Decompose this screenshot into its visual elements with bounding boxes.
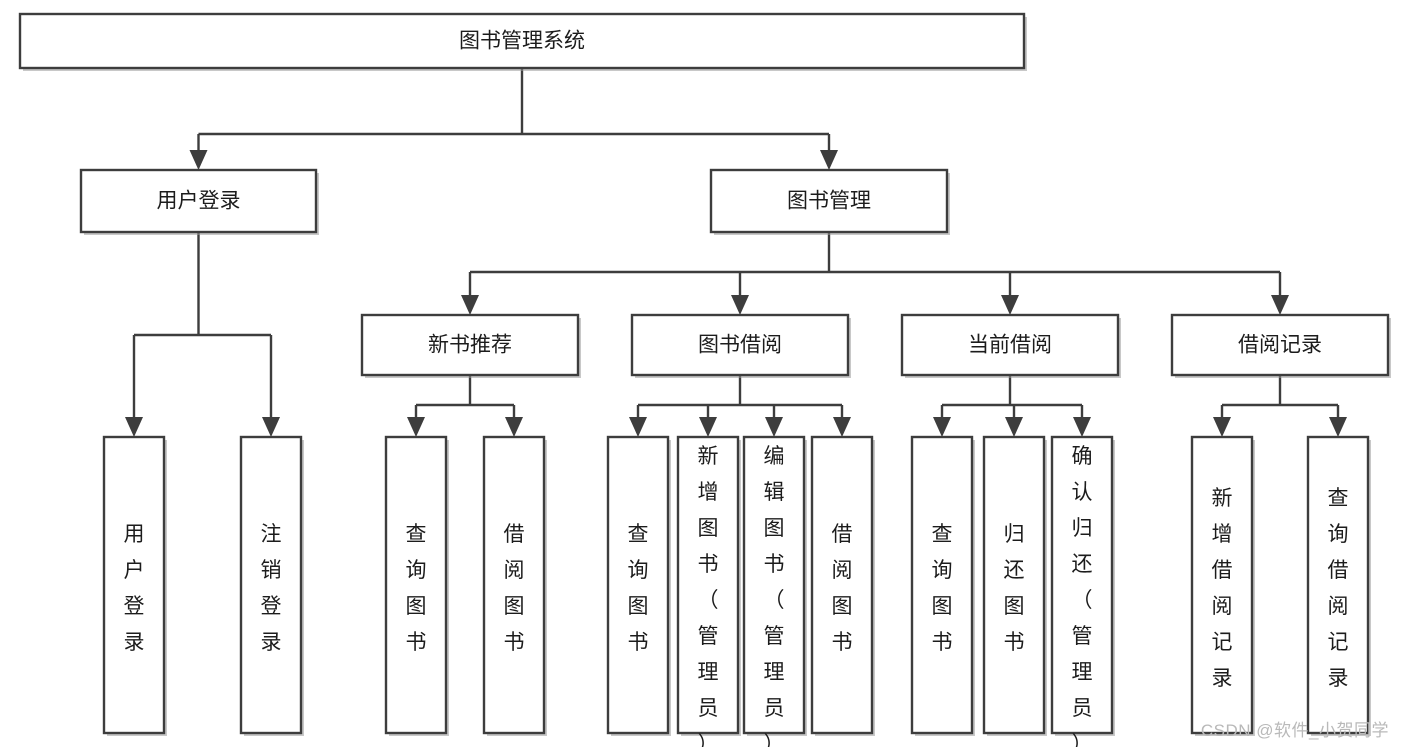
node-label: 图书借阅 [698, 334, 782, 357]
node-rect[interactable] [1050, 435, 1114, 735]
node-rect[interactable] [482, 435, 546, 735]
node-book-borrow[interactable]: 图书借阅 [630, 313, 851, 378]
node-label: 新增图书（管理员） [698, 445, 719, 747]
node-label: 编辑图书（管理员） [764, 445, 785, 747]
node-leaf-borrow-book-recommend[interactable]: 借阅图书 [482, 435, 547, 736]
node-rect[interactable] [102, 435, 166, 735]
node-rect[interactable] [630, 313, 850, 377]
node-label: 新增借阅记录 [1212, 487, 1233, 690]
node-rect[interactable] [360, 313, 580, 377]
node-new-book-recommend[interactable]: 新书推荐 [360, 313, 581, 378]
node-borrow-records[interactable]: 借阅记录 [1170, 313, 1391, 378]
connector-group-user-login [125, 232, 280, 437]
node-rect[interactable] [79, 168, 318, 234]
connector-group-book-borrow [629, 375, 851, 437]
node-label: 用户登录 [124, 523, 145, 654]
node-label: 注销登录 [261, 523, 282, 654]
node-layer: 图书管理系统用户登录图书管理新书推荐图书借阅当前借阅借阅记录用户登录注销登录查询… [18, 12, 1391, 747]
node-leaf-user-login[interactable]: 用户登录 [102, 435, 167, 736]
node-rect[interactable] [1170, 313, 1390, 377]
connector-layer [125, 68, 1347, 437]
node-leaf-add-book-admin[interactable]: 新增图书（管理员） [676, 435, 741, 747]
node-rect[interactable] [676, 435, 740, 735]
node-leaf-query-book-recommend[interactable]: 查询图书 [384, 435, 449, 736]
node-rect[interactable] [18, 12, 1026, 70]
node-label: 查询借阅记录 [1328, 487, 1349, 690]
node-label: 归还图书 [1004, 523, 1025, 654]
node-rect[interactable] [910, 435, 974, 735]
node-label: 确认归还（管理员） [1072, 445, 1093, 747]
node-label: 借阅图书 [504, 523, 525, 654]
node-leaf-borrow-book[interactable]: 借阅图书 [810, 435, 875, 736]
node-label: 用户登录 [157, 190, 241, 213]
node-rect[interactable] [982, 435, 1046, 735]
node-leaf-edit-book-admin[interactable]: 编辑图书（管理员） [742, 435, 807, 747]
node-label: 借阅图书 [832, 523, 853, 654]
node-label: 查询图书 [932, 523, 953, 654]
connector-group-current-borrow [933, 375, 1091, 437]
node-current-borrow[interactable]: 当前借阅 [900, 313, 1121, 378]
node-root-book-management-system[interactable]: 图书管理系统 [18, 12, 1027, 71]
node-rect[interactable] [239, 435, 303, 735]
node-book-management[interactable]: 图书管理 [709, 168, 950, 235]
node-rect[interactable] [606, 435, 670, 735]
node-label: 新书推荐 [428, 334, 512, 357]
node-rect[interactable] [900, 313, 1120, 377]
node-leaf-logout-login[interactable]: 注销登录 [239, 435, 304, 736]
connector-group-root [189, 68, 838, 170]
node-label: 查询图书 [628, 523, 649, 654]
node-leaf-query-book-borrow[interactable]: 查询图书 [606, 435, 671, 736]
connector-group-borrow-records [1213, 375, 1347, 437]
node-rect[interactable] [1190, 435, 1254, 735]
node-label: 图书管理系统 [459, 30, 585, 53]
node-rect[interactable] [384, 435, 448, 735]
node-label: 借阅记录 [1238, 334, 1322, 357]
node-rect[interactable] [810, 435, 874, 735]
watermark-text: CSDN @软件_小贺同学 [1200, 721, 1389, 740]
node-label: 当前借阅 [968, 334, 1052, 357]
node-rect[interactable] [709, 168, 949, 234]
node-leaf-return-book[interactable]: 归还图书 [982, 435, 1047, 736]
node-label: 图书管理 [787, 190, 871, 213]
node-leaf-query-book-current[interactable]: 查询图书 [910, 435, 975, 736]
node-label: 查询图书 [406, 523, 427, 654]
node-leaf-query-borrow-record[interactable]: 查询借阅记录 [1306, 435, 1371, 736]
node-user-login[interactable]: 用户登录 [79, 168, 319, 235]
node-leaf-confirm-return-admin[interactable]: 确认归还（管理员） [1050, 435, 1115, 747]
node-rect[interactable] [742, 435, 806, 735]
node-rect[interactable] [1306, 435, 1370, 735]
connector-group-new-book-recommend [407, 375, 523, 437]
connector-group-book-management [461, 232, 1289, 315]
node-leaf-add-borrow-record[interactable]: 新增借阅记录 [1190, 435, 1255, 736]
